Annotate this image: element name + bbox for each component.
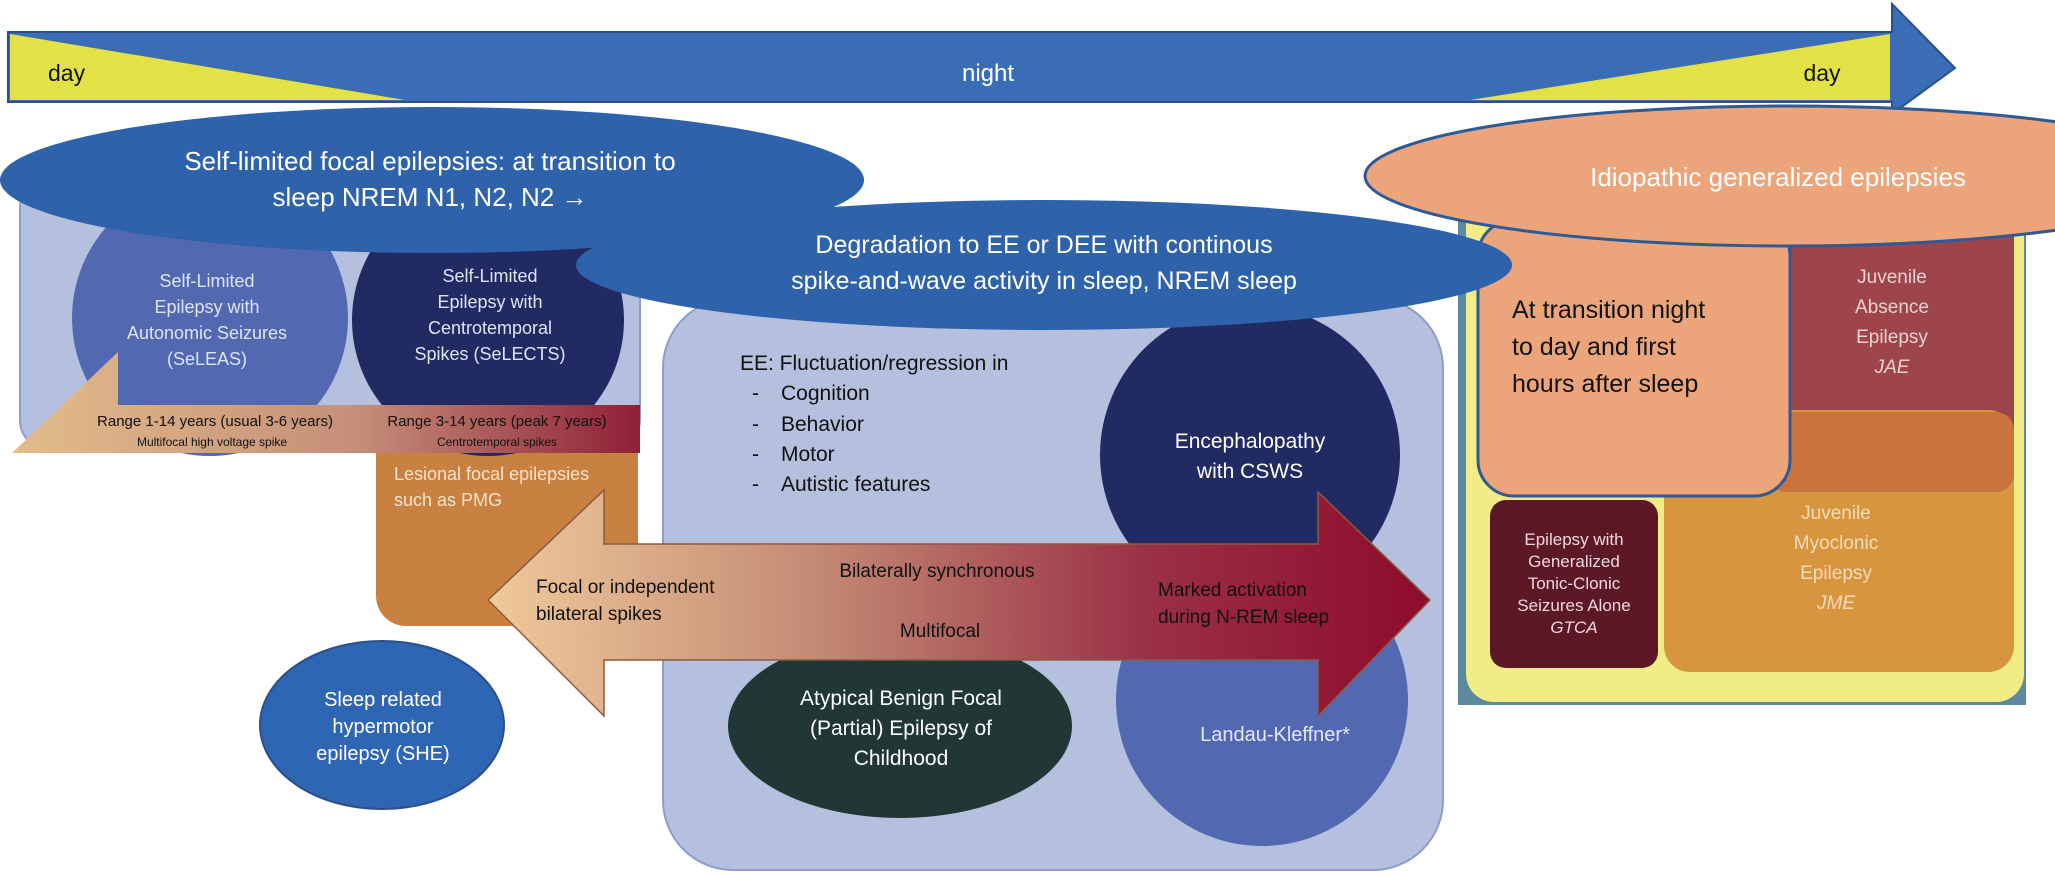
degradation-title-ellipse <box>576 200 1512 330</box>
gtca-block <box>1490 500 1658 668</box>
ee-item: Autistic features <box>781 473 930 496</box>
atypical-line: Childhood <box>854 747 949 770</box>
degradation-title-line2: spike-and-wave activity in sleep, NREM s… <box>791 267 1297 295</box>
idiopathic-title-ellipse <box>1363 104 2055 248</box>
gtca-line: Tonic-Clonic <box>1528 574 1621 593</box>
ee-list: - Cognition - Behavior - Motor - Autisti… <box>752 382 930 496</box>
gtca-line: Generalized <box>1528 552 1620 571</box>
gtca-label: Epilepsy with Generalized Tonic-Clonic S… <box>1517 530 1630 637</box>
seleas-line: Self-Limited <box>159 271 254 291</box>
range2-line2: Centrotemporal spikes <box>437 435 557 449</box>
jae-jme-overlap <box>1768 412 2014 492</box>
timeline-arrow <box>7 1 1957 116</box>
timeline-day-left-label: day <box>48 60 86 86</box>
age-range-arrow <box>12 352 640 453</box>
self-limited-title-ellipse <box>0 107 864 253</box>
ee-bullet: - <box>752 473 759 496</box>
selects-label: Self-Limited Epilepsy with Centrotempora… <box>414 266 565 364</box>
gtca-abbrev: GTCA <box>1550 618 1597 637</box>
seleas-line: (SeLEAS) <box>167 349 247 369</box>
gtca-line: Seizures Alone <box>1517 596 1630 615</box>
ee-item: Behavior <box>781 413 864 436</box>
csws-line: with CSWS <box>1196 460 1303 483</box>
jme-abbrev: JME <box>1816 593 1855 614</box>
spike-right-line1: Marked activation <box>1158 580 1307 601</box>
she-line: epilepsy (SHE) <box>316 743 449 765</box>
she-line: hypermotor <box>332 716 433 738</box>
idiopathic-generalized-group: Idiopathic generalized epilepsies At tra… <box>1363 104 2055 705</box>
atypical-line: Atypical Benign Focal <box>800 687 1002 710</box>
jae-label: Juvenile Absence Epilepsy JAE <box>1855 267 1929 378</box>
degradation-group: EE: Fluctuation/regression in - Cognitio… <box>576 200 1512 871</box>
timeline-night-label: night <box>962 60 1014 87</box>
ee-heading: EE: Fluctuation/regression in <box>740 352 1008 375</box>
self-limited-title-line2: sleep NREM N1, N2, N2 → <box>273 182 588 212</box>
spike-left-line1: Focal or independent <box>536 577 715 598</box>
selects-line: Epilepsy with <box>437 292 542 312</box>
transition-text: At transition night to day and first hou… <box>1512 296 1705 398</box>
landau-label: Landau-Kleffner* <box>1200 724 1350 746</box>
ee-item: Motor <box>781 443 835 466</box>
range1-line1: Range 1-14 years (usual 3-6 years) <box>97 413 333 430</box>
seleas-line: Autonomic Seizures <box>127 323 287 343</box>
jme-line: Epilepsy <box>1800 563 1872 584</box>
jae-line: Absence <box>1855 297 1929 318</box>
jae-abbrev: JAE <box>1874 357 1910 378</box>
transition-line: to day and first <box>1512 333 1676 361</box>
seleas-line: Epilepsy with <box>154 297 259 317</box>
range1-line2: Multifocal high voltage spike <box>137 435 287 449</box>
spike-left-line2: bilateral spikes <box>536 604 662 625</box>
atypical-ellipse <box>728 634 1072 818</box>
jme-label: Juvenile Myoclonic Epilepsy JME <box>1794 503 1878 614</box>
jme-line: Juvenile <box>1801 503 1871 524</box>
self-limited-group: Self-Limited Epilepsy with Autonomic Sei… <box>0 107 864 810</box>
idiopathic-title: Idiopathic generalized epilepsies <box>1590 162 1966 192</box>
spike-activity-double-arrow <box>486 488 1432 718</box>
seleas-label: Self-Limited Epilepsy with Autonomic Sei… <box>127 271 287 369</box>
degradation-title-line1: Degradation to EE or DEE with continous <box>815 231 1272 259</box>
jme-line: Myoclonic <box>1794 533 1878 554</box>
self-limited-title-line1: Self-limited focal epilepsies: at transi… <box>184 146 675 176</box>
selects-line: Centrotemporal <box>428 318 552 338</box>
she-circle <box>259 640 505 810</box>
csws-line: Encephalopathy <box>1175 430 1326 453</box>
lesional-line: such as PMG <box>394 490 502 510</box>
ee-bullet: - <box>752 413 759 436</box>
jae-line: Epilepsy <box>1856 327 1928 348</box>
seleas-circle <box>72 180 348 456</box>
timeline-day-right-label: day <box>1803 60 1841 86</box>
spike-activity-arrow-group: Focal or independent bilateral spikes Bi… <box>486 488 1432 718</box>
spike-top-label: Bilaterally synchronous <box>839 561 1034 582</box>
selects-line: Spikes (SeLECTS) <box>414 344 565 364</box>
day-night-timeline: day night day <box>7 1 1957 116</box>
spike-right-line2: during N-REM sleep <box>1158 607 1329 628</box>
jae-line: Juvenile <box>1857 267 1927 288</box>
atypical-line: (Partial) Epilepsy of <box>810 717 992 740</box>
spike-bottom-label: Multifocal <box>900 621 980 642</box>
gtca-line: Epilepsy with <box>1524 530 1623 549</box>
ee-bullet: - <box>752 382 759 405</box>
timeline-day-left-wedge <box>10 34 405 100</box>
transition-line: At transition night <box>1512 296 1705 324</box>
lesional-line: Lesional focal epilepsies <box>394 464 589 484</box>
range2-line1: Range 3-14 years (peak 7 years) <box>387 413 606 430</box>
selects-line: Self-Limited <box>442 266 537 286</box>
timeline-day-right-wedge <box>1470 34 1890 100</box>
ee-item: Cognition <box>781 382 870 405</box>
she-line: Sleep related <box>324 689 442 711</box>
transition-line: hours after sleep <box>1512 370 1698 398</box>
ee-bullet: - <box>752 443 759 466</box>
